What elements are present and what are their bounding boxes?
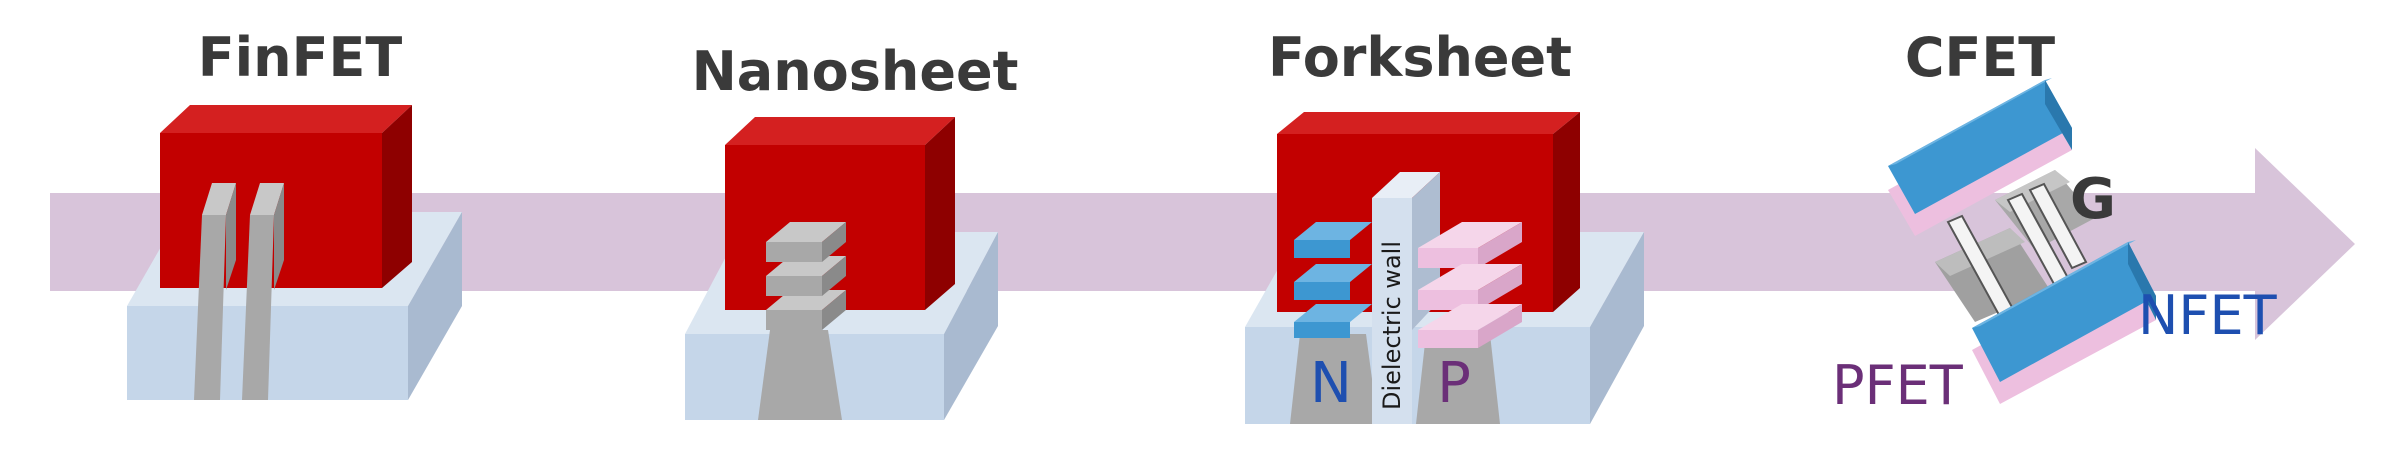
p-label: P [1437, 351, 1471, 416]
forksheet-substrate-side [1590, 232, 1644, 424]
forksheet-p-pillar [1416, 334, 1500, 424]
nanosheet-gate-top [725, 117, 955, 145]
nanosheet-device [685, 117, 998, 420]
cfet-title: CFET [1905, 26, 2055, 89]
finfet-fin-1-side [226, 183, 236, 290]
finfet-gate-top [160, 105, 412, 133]
finfet-fin-2-top [250, 183, 284, 215]
gate-label: G [2070, 167, 2116, 232]
nanosheet-gate-side [925, 117, 955, 310]
forksheet-n-sheets [1294, 222, 1372, 338]
cfet-lower-bar [1972, 240, 2156, 404]
forksheet-device: N P Dielectric wall [1245, 112, 1644, 424]
pfet-label: PFET [1832, 354, 1964, 417]
finfet-fin-1 [194, 215, 226, 400]
finfet-device [127, 105, 462, 400]
finfet-fin-1-top [202, 183, 236, 215]
forksheet-gate-top [1277, 112, 1580, 134]
progress-arrow [50, 148, 2355, 340]
nanosheet-sheet-1 [766, 222, 846, 262]
finfet-gate-side [382, 105, 412, 288]
n-label: N [1310, 351, 1352, 416]
nanosheet-title: Nanosheet [692, 40, 1019, 103]
cfet-device: G NFET PFET [1832, 78, 2278, 417]
finfet-title: FinFET [198, 26, 403, 89]
cfet-upper-bar [1888, 78, 2072, 236]
nfet-label: NFET [2138, 284, 2278, 347]
forksheet-title: Forksheet [1268, 26, 1572, 89]
dielectric-wall [1372, 198, 1412, 424]
finfet-fin-2-side [274, 183, 284, 290]
forksheet-n-pillar [1290, 334, 1378, 424]
nanosheet-pillar [758, 330, 842, 420]
forksheet-gate-side [1553, 112, 1580, 312]
cfet-channel-3 [2028, 182, 2088, 270]
dielectric-wall-top [1372, 172, 1440, 198]
dielectric-wall-label: Dielectric wall [1378, 241, 1406, 410]
nanosheet-substrate-side [944, 232, 998, 420]
forksheet-p-sheets [1418, 222, 1522, 348]
finfet-fin-2 [242, 215, 274, 400]
finfet-substrate-side [408, 212, 462, 400]
